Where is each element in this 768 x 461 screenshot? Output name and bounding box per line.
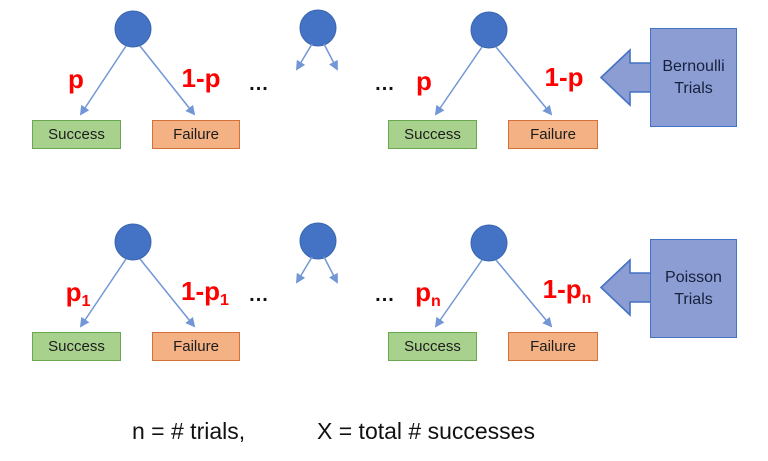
- success-box: Success: [388, 120, 477, 149]
- prob-base: p: [68, 64, 84, 94]
- callout-left-arrow-icon: [599, 258, 654, 317]
- failure-box: Failure: [152, 332, 240, 361]
- branch-arrow-success: [434, 259, 483, 328]
- callout-line: Trials: [674, 290, 713, 308]
- branch-arrow-failure: [323, 256, 338, 284]
- trial-node-circle: [299, 9, 337, 47]
- branch-arrow-success: [295, 43, 313, 71]
- prob-base: 1-p: [181, 63, 221, 93]
- branch-arrow-failure: [139, 45, 196, 116]
- failure-box: Failure: [508, 120, 598, 149]
- callout-line: Trials: [674, 79, 713, 97]
- branch-arrow-success: [295, 256, 313, 284]
- ellipsis: ...: [249, 73, 269, 95]
- callout-left-arrow-icon: [599, 48, 654, 107]
- prob-subscript: 1: [81, 293, 91, 310]
- failure-box: Failure: [152, 120, 240, 149]
- success-box: Success: [388, 332, 477, 361]
- prob-label-p1: p1: [65, 277, 91, 310]
- ellipsis: ...: [375, 73, 395, 95]
- callout-poisson-trials: Poisson Trials: [650, 239, 737, 338]
- success-box: Success: [32, 332, 121, 361]
- caption: n = # trials, X = total # successes: [0, 418, 768, 448]
- prob-label-1-p: 1-p: [545, 64, 584, 90]
- prob-subscript: n: [431, 293, 441, 310]
- ellipsis: ...: [375, 284, 395, 306]
- branch-arrow-failure: [495, 46, 553, 116]
- branch-arrow-success: [79, 45, 127, 116]
- branch-arrow-failure: [139, 258, 196, 328]
- callout-line: Poisson: [665, 268, 722, 286]
- prob-label-1-p: 1-p: [182, 65, 221, 91]
- prob-base: 1-p: [181, 276, 221, 306]
- branch-arrow-failure: [495, 259, 553, 328]
- prob-label-p: p: [416, 68, 432, 94]
- ellipsis: ...: [249, 284, 269, 306]
- callout-line: Bernoulli: [662, 57, 725, 75]
- prob-label-1-p1: 1-p1: [181, 276, 229, 309]
- prob-base: p: [415, 277, 432, 307]
- prob-base: p: [416, 66, 432, 96]
- branch-arrow-failure: [323, 43, 338, 71]
- trial-node-circle: [114, 223, 152, 261]
- failure-box: Failure: [508, 332, 598, 361]
- prob-label-p: p: [68, 66, 84, 92]
- trial-node-circle: [114, 10, 152, 48]
- branch-arrow-success: [434, 46, 483, 116]
- prob-subscript: n: [581, 290, 592, 307]
- trial-node-circle: [470, 224, 508, 262]
- branch-arrow-success: [79, 258, 127, 328]
- caption-successes-definition: X = total # successes: [317, 418, 535, 444]
- prob-base: 1-p: [542, 274, 582, 304]
- prob-base: p: [65, 277, 82, 307]
- caption-trials-definition: n = # trials,: [132, 418, 246, 444]
- prob-label-1-pn: 1-pn: [542, 274, 592, 307]
- trial-node-circle: [470, 11, 508, 49]
- trial-node-circle: [299, 222, 337, 260]
- callout-bernoulli-trials: Bernoulli Trials: [650, 28, 737, 127]
- prob-label-pn: pn: [415, 277, 441, 310]
- success-box: Success: [32, 120, 121, 149]
- prob-base: 1-p: [544, 62, 584, 92]
- prob-subscript: 1: [220, 292, 229, 309]
